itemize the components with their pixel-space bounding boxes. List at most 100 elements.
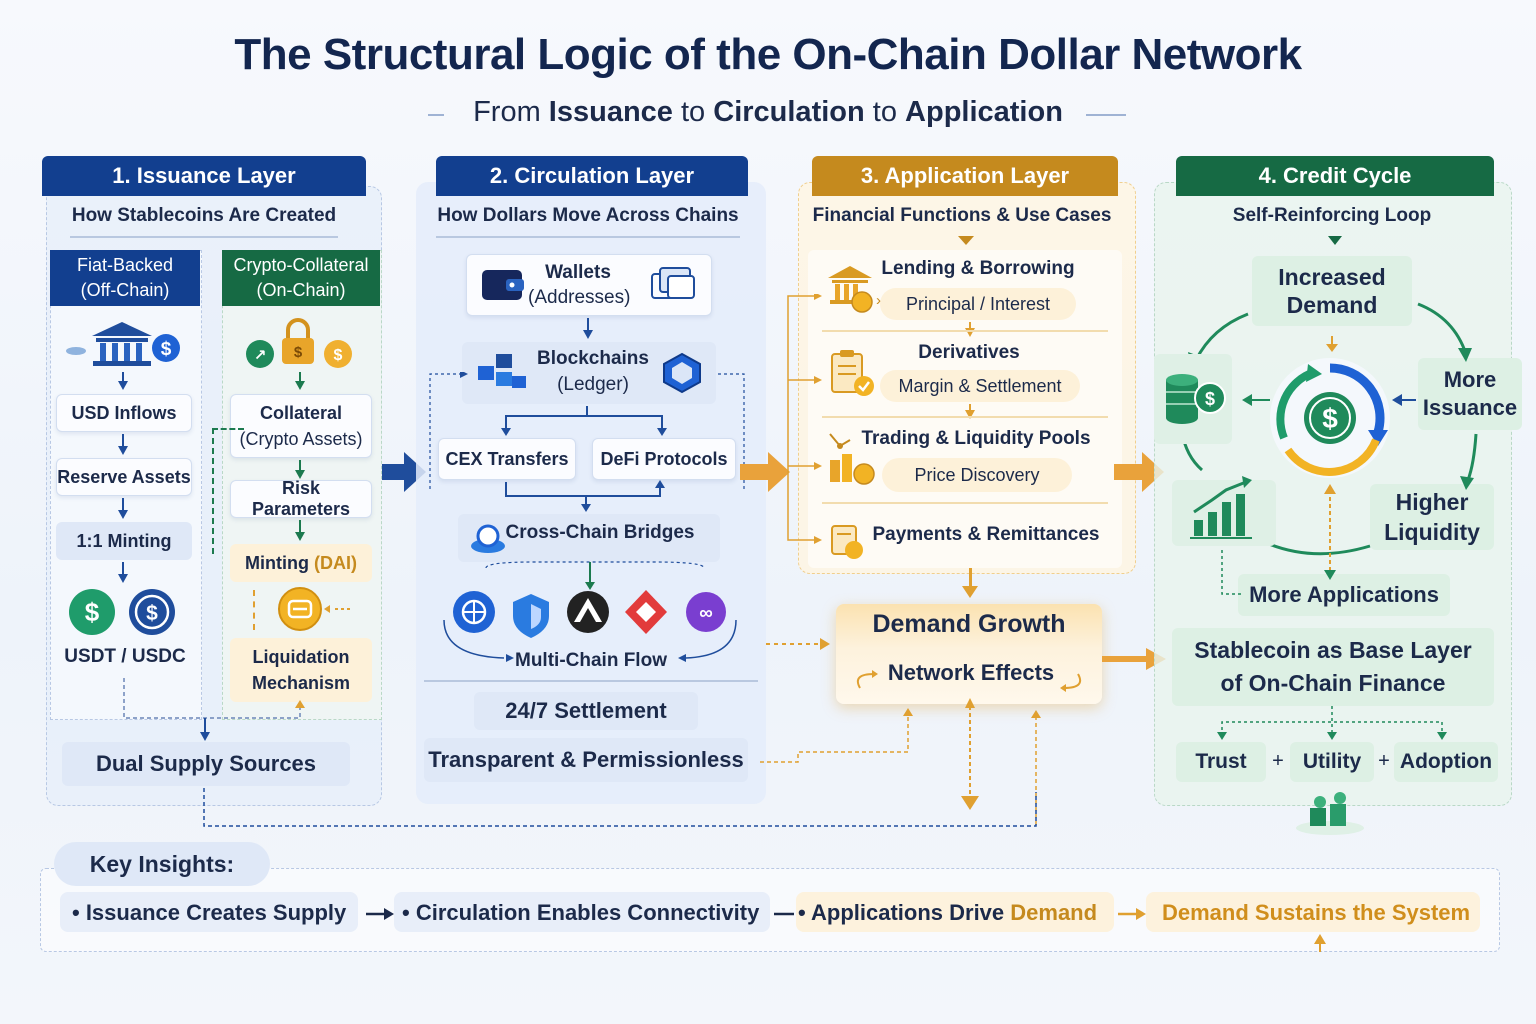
subtitle-right-line [1086, 114, 1126, 116]
reserve-assets-box: Reserve Assets [56, 458, 192, 496]
usdt-usdc-label: USDT / USDC [64, 646, 186, 667]
page-subtitle: From Issuance to Circulation to Applicat… [0, 96, 1536, 129]
more-applications-box: More Applications [1238, 574, 1450, 616]
trust-box: Trust [1176, 742, 1266, 782]
higher-line2: Liquidity [1384, 519, 1480, 545]
wallet-icon [482, 270, 524, 300]
key-insights-label: Key Insights: [54, 842, 270, 886]
arrow-down [118, 446, 128, 455]
adoption-box: Adoption [1394, 742, 1498, 782]
svg-text:$: $ [85, 597, 100, 627]
flow-arrow-icon [768, 452, 790, 492]
insight-issuance: • Issuance Creates Supply [72, 900, 347, 925]
trading-pool-icon [829, 433, 875, 485]
insight-bg [394, 892, 770, 932]
derivatives-label: Derivatives [918, 342, 1020, 363]
arrow-down [583, 330, 593, 339]
circulation-subhead: How Dollars Move Across Chains [437, 205, 739, 226]
subtitle-application: Application [905, 96, 1063, 128]
issuance-subhead: How Stablecoins Are Created [71, 205, 337, 226]
bank-icon [828, 266, 873, 313]
increased-demand-box: Increased Demand [1252, 256, 1412, 326]
growth-chart-icon [1172, 476, 1276, 546]
base-layer-box: Stablecoin as Base Layer of On-Chain Fin… [1172, 628, 1494, 706]
insight-bg [1146, 892, 1480, 932]
ledger-connectors [429, 372, 745, 492]
insight-demand-highlight: Demand [1010, 900, 1098, 925]
increased-line2: Demand [1286, 292, 1378, 318]
credit-cycle-subhead: Self-Reinforcing Loop [1232, 205, 1432, 226]
blockchains-label: Blockchains (Ledger) [530, 346, 656, 398]
connector [587, 318, 589, 332]
liquidation-line2: Mechanism [251, 673, 351, 693]
base-line2: of On-Chain Finance [1220, 670, 1446, 696]
more-issuance-line1: More [1443, 367, 1497, 392]
subtitle-text: to [864, 96, 906, 128]
divider [822, 416, 1108, 418]
collateral-box: Collateral (Crypto Assets) [230, 394, 372, 458]
arrow-down [118, 381, 128, 390]
arrow-down [1328, 236, 1342, 245]
dash-connector [774, 912, 794, 916]
bridge-icon [471, 524, 505, 553]
svg-text:$: $ [146, 602, 158, 625]
cex-transfers-box: CEX Transfers [438, 438, 576, 480]
fiat-line1: Fiat-Backed [76, 255, 174, 275]
insight-bg [796, 892, 1114, 932]
connector [1221, 550, 1244, 595]
loop-arrows [856, 670, 1082, 692]
lending-label: Lending & Borrowing [881, 258, 1075, 279]
avalanche-chain-icon [567, 591, 609, 633]
svg-text:$: $ [334, 347, 343, 364]
subtitle-issuance: Issuance [548, 96, 673, 128]
more-issuance-box: More Issuance [1418, 358, 1522, 430]
multi-chain-flow-label: Multi-Chain Flow [515, 650, 667, 671]
polygon-chain-icon: ∞ [686, 592, 726, 632]
demand-growth-label: Demand Growth [872, 610, 1066, 638]
bottom-loop-connector [203, 788, 1037, 827]
dual-supply-box: Dual Supply Sources [62, 742, 350, 786]
insight-demand-sustains: Demand Sustains the System [1162, 900, 1471, 925]
circulation-header: 2. Circulation Layer [436, 156, 748, 196]
divider [424, 680, 758, 682]
arrow-down [295, 381, 305, 390]
connector [253, 590, 257, 630]
trading-label: Trading & Liquidity Pools [861, 428, 1091, 449]
minting-dai-text: Minting [245, 552, 309, 573]
collateral-line1: Collateral [259, 403, 343, 423]
minting-dai-box: Minting (DAI) [230, 544, 372, 582]
dual-supply-connectors [123, 678, 305, 741]
higher-liquidity-box: Higher Liquidity [1370, 484, 1494, 550]
divider [822, 330, 1108, 332]
trust-connectors [1217, 706, 1447, 740]
lock-coins-icon: ↗ $ $ [246, 318, 352, 368]
more-issuance-line2: Issuance [1422, 395, 1518, 420]
connector [122, 562, 124, 574]
plus-sign: + [1378, 750, 1390, 772]
transparent-box: Transparent & Permissionless [424, 738, 748, 782]
svg-text:∞: ∞ [699, 603, 713, 624]
blockchain-cubes-icon [478, 354, 526, 388]
issuance-header: 1. Issuance Layer [42, 156, 366, 196]
principal-pill: Principal / Interest [880, 288, 1076, 320]
defi-protocols-box: DeFi Protocols [592, 438, 736, 480]
svg-text:$: $ [1205, 389, 1215, 409]
liquidation-line1: Liquidation [252, 647, 350, 667]
arrow-right-icon [366, 908, 394, 920]
bank-dollar-icon: $ [66, 322, 180, 366]
windows-icon [651, 267, 695, 299]
tron-chain-icon [625, 590, 667, 634]
demand-growth-box [836, 604, 1102, 704]
blockchains-line1: Blockchains [537, 348, 649, 369]
connector [212, 428, 244, 554]
svg-text:$: $ [1322, 403, 1338, 434]
connector [969, 322, 971, 330]
usdt-usdc-coins-icon: $ $ [69, 589, 175, 635]
cube-icon [663, 352, 701, 394]
svg-text:$: $ [161, 339, 172, 360]
subtitle-text: to [672, 96, 714, 128]
arrow-shaft [382, 464, 406, 480]
payments-label: Payments & Remittances [872, 524, 1100, 545]
settlement-box: 24/7 Settlement [474, 692, 698, 730]
wallets-line1: Wallets [545, 262, 611, 283]
